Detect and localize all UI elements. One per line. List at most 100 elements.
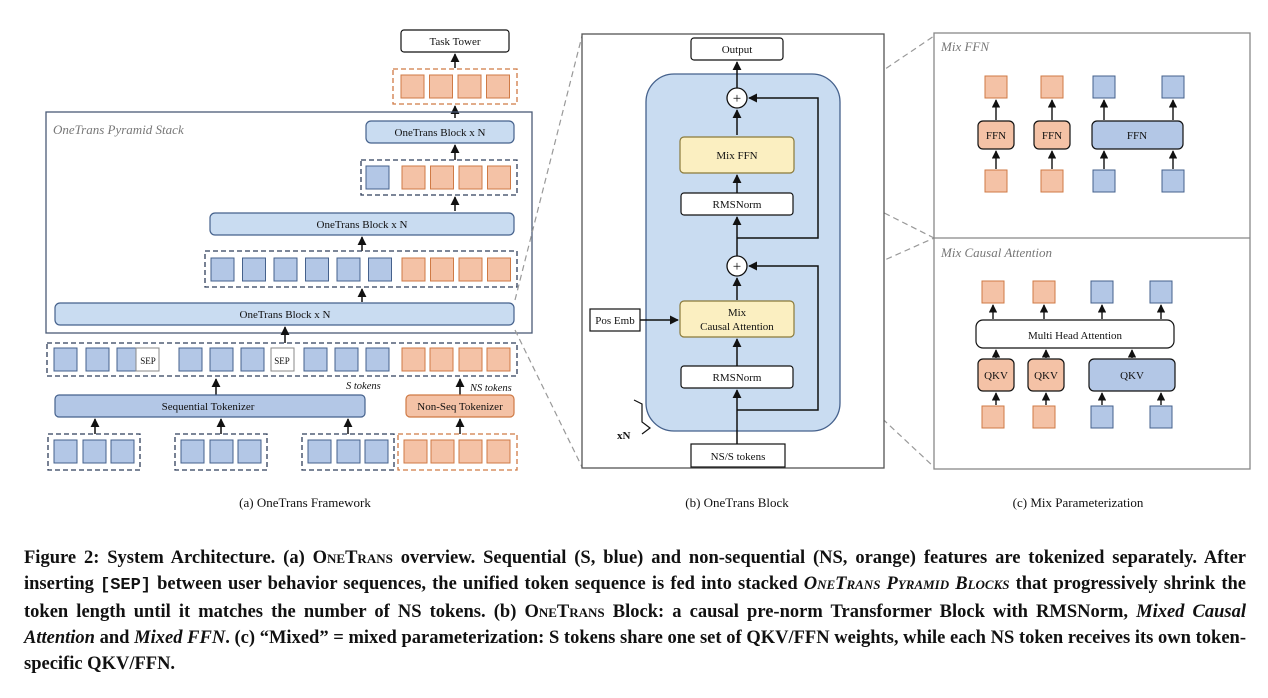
architecture-figure: Task Tower OneTrans Pyramid Stack OneTra… — [45, 29, 1251, 510]
row2-ns-token-3 — [458, 257, 483, 282]
param-frame — [933, 32, 1251, 470]
caption-mca: Mixed Causal Attention — [24, 602, 1246, 648]
input-s-token-9 — [364, 439, 389, 464]
plus-top-label: + — [733, 91, 741, 107]
unified-s-token-6 — [240, 347, 265, 372]
unified-s-token-9 — [365, 347, 390, 372]
top-ns-tokens — [400, 74, 510, 99]
mix-attn-line1: Mix — [728, 307, 747, 319]
input-ns-token-4 — [486, 439, 511, 464]
residual-add-middle — [726, 255, 748, 277]
sequential-tokenizer-label: Sequential Tokenizer — [162, 401, 255, 413]
attn-out-token-1 — [981, 280, 1005, 304]
input-s-token-8 — [336, 439, 361, 464]
unified-ns-token-1 — [401, 347, 426, 372]
ns-qkv-2-label: QKV — [1034, 370, 1058, 382]
row2-ns-token-4 — [487, 257, 511, 282]
ffn-in-token-1 — [984, 169, 1008, 193]
mix-attn-title: Mix Causal Attention — [940, 245, 1052, 260]
attn-in-token-2 — [1032, 405, 1056, 429]
input-s-token-4 — [180, 439, 205, 464]
unified-s-token-5 — [209, 347, 234, 372]
subcaption-a: (a) OneTrans Framework — [239, 495, 371, 510]
onetrans-block-1 — [54, 302, 515, 326]
input-s-token-2 — [82, 439, 107, 464]
ffn-out-token-2 — [1040, 75, 1064, 99]
ffn-out-token-3 — [1092, 75, 1116, 99]
input-s-token-6 — [237, 439, 262, 464]
unified-s-token-1 — [53, 347, 78, 372]
unified-s-token-7 — [303, 347, 328, 372]
mix-ffn-box — [679, 136, 795, 174]
output-box — [690, 37, 784, 61]
figure-caption: Figure 2: System Architecture. (a) OneTr… — [24, 545, 1246, 677]
row3-ns-token-3 — [458, 165, 483, 190]
rmsnorm-bottom-label: RMSNorm — [713, 372, 762, 384]
mix-ffn-label: Mix FFN — [716, 150, 757, 162]
ns-input-group — [397, 433, 518, 471]
pyramid-stack-title: OneTrans Pyramid Stack — [53, 122, 184, 137]
input-ns-token-3 — [458, 439, 483, 464]
attn-out-token-3 — [1090, 280, 1114, 304]
ns-ffn-1 — [977, 120, 1015, 150]
subcaption-c: (c) Mix Parameterization — [1013, 495, 1144, 510]
s-shared-qkv — [1088, 358, 1176, 392]
onetrans-block-3 — [365, 120, 515, 144]
caption-part-5: Block: a causal pre-norm Transformer Blo… — [604, 602, 1137, 622]
mix-ffn-title: Mix FFN — [940, 39, 990, 54]
unified-ns-token-3 — [458, 347, 483, 372]
sep-token-2 — [270, 347, 295, 372]
mix-attn-line2: Causal Attention — [700, 321, 774, 333]
onetrans-block-2-label: OneTrans Block x N — [317, 219, 408, 231]
attn-tokens — [981, 280, 1173, 429]
ns-ffn-2-label: FFN — [1042, 130, 1062, 142]
rmsnorm-top — [680, 192, 794, 216]
multi-head-attention-box — [975, 319, 1175, 349]
sep-token-1-label: SEP — [140, 356, 156, 366]
attn-out-token-2 — [1032, 280, 1056, 304]
non-seq-tokenizer-label: Non-Seq Tokenizer — [417, 401, 503, 413]
attn-in-token-4 — [1149, 405, 1173, 429]
row2-ns-token-1 — [401, 257, 426, 282]
ffn-in-token-3 — [1092, 169, 1116, 193]
unified-s-token-2 — [85, 347, 110, 372]
caption-onetrans-1: OneTrans — [312, 548, 393, 568]
caption-part-2: overview. Sequential (S, blue) and non-s… — [24, 548, 1247, 594]
rmsnorm-top-label: RMSNorm — [713, 199, 762, 211]
input-s-token-3 — [110, 439, 135, 464]
task-tower-label: Task Tower — [429, 36, 480, 48]
output-label: Output — [722, 44, 753, 56]
panel-parameterization: Mix FFN Mix Causal Attention FFN FFN FFN… — [933, 32, 1251, 510]
token-row-2-tokens — [210, 257, 511, 282]
caption-part-1: Figure 2: System Architecture. (a) — [24, 548, 313, 568]
sequential-tokenizer — [54, 394, 366, 418]
ns-qkv-1-label: QKV — [984, 370, 1008, 382]
unified-tokens — [53, 347, 511, 372]
caption-part-6: and — [94, 628, 135, 648]
sep-token-1 — [135, 347, 160, 372]
input-tokens — [53, 439, 511, 464]
rmsnorm-bottom — [680, 365, 794, 389]
unified-s-token-8 — [334, 347, 359, 372]
token-row-2 — [204, 250, 518, 288]
top-ns-token-2 — [429, 74, 453, 99]
top-ns-token-4 — [486, 74, 510, 99]
input-ns-token-2 — [430, 439, 455, 464]
caption-part-3: between user behavior sequences, the uni… — [151, 574, 804, 594]
onetrans-block-3-label: OneTrans Block x N — [395, 127, 486, 139]
attn-in-token-1 — [981, 405, 1005, 429]
ffn-tokens — [984, 75, 1185, 193]
attn-out-token-4 — [1149, 280, 1173, 304]
row2-s-token-6 — [368, 257, 392, 282]
ffn-in-token-4 — [1161, 169, 1185, 193]
block-input-box — [690, 443, 786, 468]
ffn-in-token-2 — [1040, 169, 1064, 193]
caption-mffn: Mixed FFN — [134, 628, 226, 648]
attn-in-token-3 — [1090, 405, 1114, 429]
multi-head-attention-label: Multi Head Attention — [1028, 330, 1123, 342]
row3-ns-token-2 — [430, 165, 454, 190]
caption-sep: [SEP] — [100, 576, 152, 595]
panel-framework: Task Tower OneTrans Pyramid Stack OneTra… — [45, 29, 533, 510]
block-input-label: NS/S tokens — [711, 451, 766, 463]
subcaption-b: (b) OneTrans Block — [685, 495, 789, 510]
